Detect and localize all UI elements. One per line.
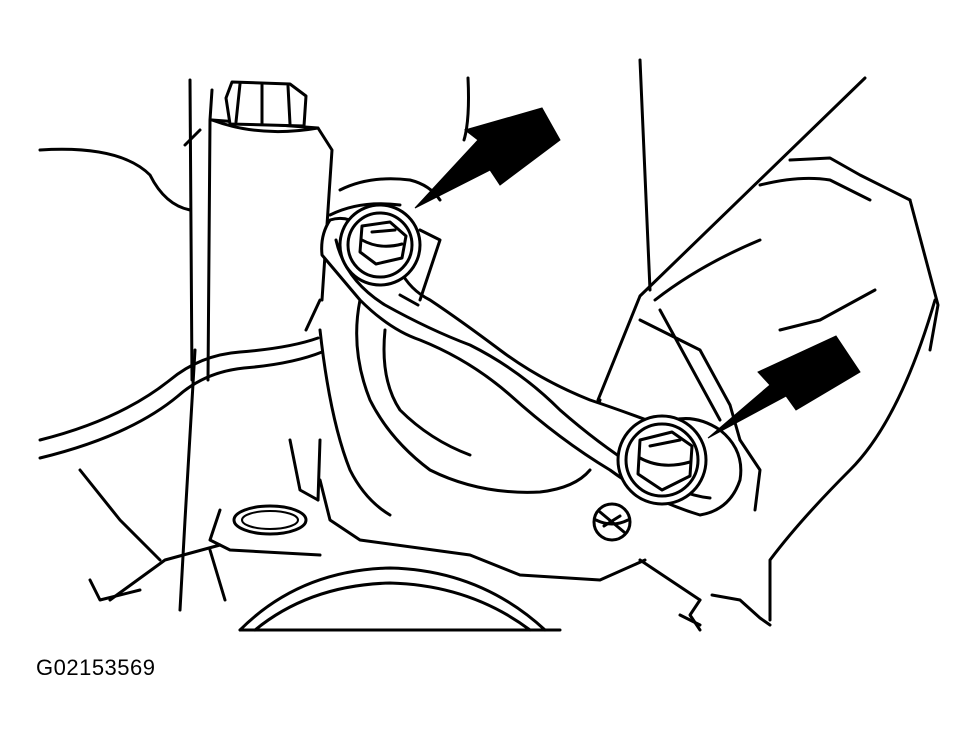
lower-stud [592,502,632,542]
right-casing [638,298,937,632]
lower-mount-bolt [616,414,708,506]
hose-line [38,336,324,602]
oval-plug [232,504,308,536]
upper-mount-bolt [338,203,422,287]
bottom-pulley [238,566,562,632]
center-casting [208,177,647,602]
upper-arm [462,58,940,512]
housing-top-bolt [210,80,320,134]
figure-code: G02153569 [36,655,156,680]
lower-bolt-arrow [707,335,861,439]
oval-plug-inner [241,510,299,530]
upper-bolt-arrow [414,107,561,209]
